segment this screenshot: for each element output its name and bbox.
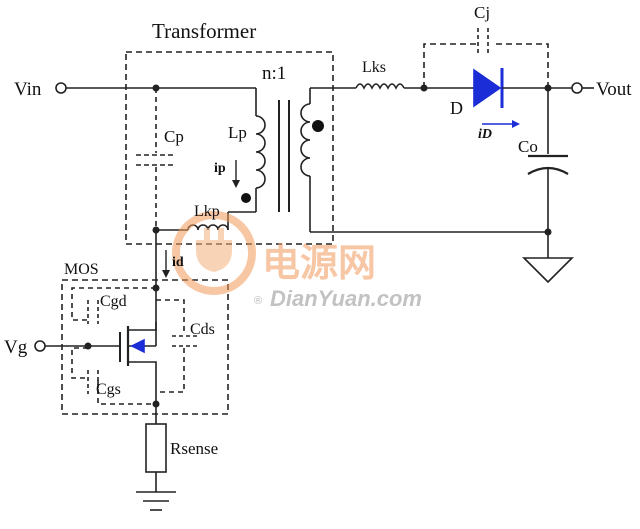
primary-dot [241,193,251,203]
secondary-dot [312,120,324,132]
vin-label: Vin [14,79,42,100]
transformer-title: Transformer [152,19,256,43]
vin-terminal[interactable] [55,82,67,94]
primary-winding-lp [255,115,266,189]
secondary-winding [300,103,311,177]
mos-label: MOS [64,261,99,278]
vout-label: Vout [596,79,632,100]
co-label: Co [518,137,538,156]
cj-label: Cj [474,3,490,22]
diode-d [473,68,502,108]
leakage-inductor-lks [355,83,405,90]
lkp-label: Lkp [194,203,220,220]
id-diode-label: iD [478,127,492,142]
rsense-resistor [145,423,167,473]
vout-terminal[interactable] [571,82,583,94]
watermark-en: DianYuan.com [270,286,422,311]
watermark-reg: ® [254,295,262,307]
cgd-label: Cgd [100,293,127,310]
watermark-logo [172,211,256,295]
ratio-label: n:1 [262,63,286,84]
cgs-label: Cgs [96,381,121,398]
mos-box [61,279,229,415]
watermark-cn: 电源网 [262,243,376,285]
rsense-label: Rsense [170,439,218,458]
ip-label: ip [214,161,226,176]
id-mos-label: id [172,255,184,270]
cds-label: Cds [190,321,215,338]
vg-label: Vg [4,337,28,358]
lp-label: Lp [228,123,247,142]
cp-label: Cp [164,127,184,146]
ground-symbol-secondary [522,257,574,284]
lks-label: Lks [362,59,386,76]
vg-terminal[interactable] [34,340,46,352]
d-label: D [450,98,463,118]
